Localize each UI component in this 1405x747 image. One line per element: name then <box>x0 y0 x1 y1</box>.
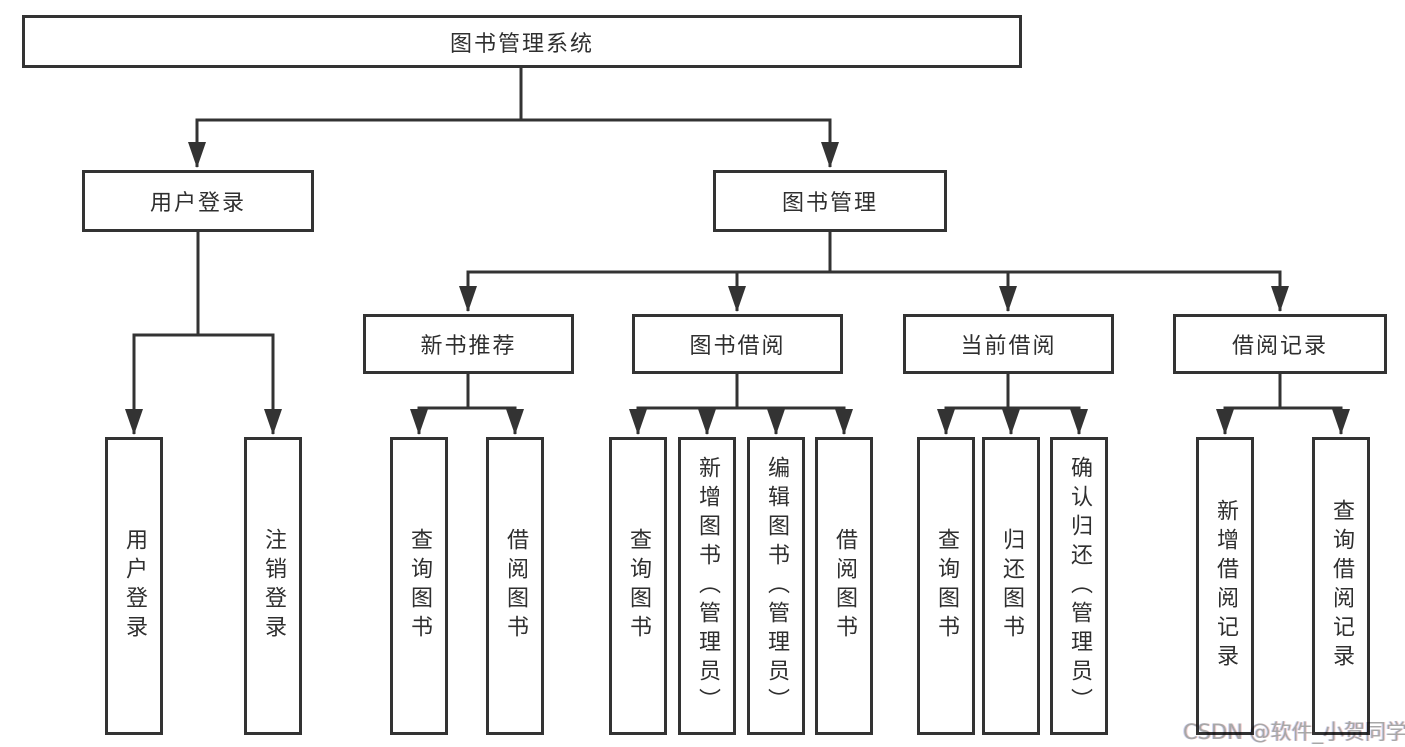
leaf-query-books-current-label: 查询图书 <box>934 528 959 644</box>
node-current-borrow: 当前借阅 <box>903 314 1114 374</box>
leaf-return-book-label: 归还图书 <box>999 528 1024 644</box>
connector-current-borrow-children <box>937 372 1088 435</box>
leaf-logout: 注销登录 <box>244 437 302 735</box>
node-new-book-recommend: 新书推荐 <box>363 314 574 374</box>
leaf-edit-book-admin-label: 编辑图书（管理员） <box>764 455 789 717</box>
connector-book-borrow-children <box>629 372 853 435</box>
node-current-borrow-label: 当前借阅 <box>960 334 1057 359</box>
connector-borrow-records-children <box>1216 372 1350 435</box>
node-new-book-recommend-label: 新书推荐 <box>420 334 517 359</box>
leaf-edit-book-admin: 编辑图书（管理员） <box>747 437 805 735</box>
node-book-borrow: 图书借阅 <box>632 314 843 374</box>
watermark-text: CSDN @软件_小贺同学 <box>1183 720 1405 744</box>
node-borrow-records-label: 借阅记录 <box>1231 334 1328 359</box>
leaf-logout-label: 注销登录 <box>261 528 286 644</box>
leaf-add-borrow-record-label: 新增借阅记录 <box>1213 499 1238 673</box>
node-book-management-label: 图书管理 <box>781 191 878 216</box>
leaf-borrow-books-label: 借阅图书 <box>832 528 857 644</box>
leaf-borrow-books-recommend: 借阅图书 <box>486 437 544 735</box>
node-user-login: 用户登录 <box>82 170 314 232</box>
node-book-borrow-label: 图书借阅 <box>689 334 786 359</box>
leaf-query-borrow-record-label: 查询借阅记录 <box>1329 499 1354 673</box>
leaf-query-books-recommend-label: 查询图书 <box>407 528 432 644</box>
connector-root-to-level2 <box>188 67 839 168</box>
leaf-query-books-borrow-label: 查询图书 <box>626 528 651 644</box>
leaf-confirm-return-admin-label: 确认归还（管理员） <box>1067 455 1092 717</box>
leaf-add-borrow-record: 新增借阅记录 <box>1196 437 1254 735</box>
connector-user-login-children <box>125 231 282 435</box>
connector-new-book-children <box>410 372 524 435</box>
node-user-login-label: 用户登录 <box>149 191 246 216</box>
leaf-return-book: 归还图书 <box>982 437 1040 735</box>
leaf-user-login-label: 用户登录 <box>122 528 147 644</box>
node-borrow-records: 借阅记录 <box>1173 314 1387 374</box>
node-book-management: 图书管理 <box>713 170 947 232</box>
node-root: 图书管理系统 <box>22 15 1022 68</box>
leaf-borrow-books: 借阅图书 <box>815 437 873 735</box>
node-root-label: 图书管理系统 <box>449 31 594 57</box>
leaf-borrow-books-recommend-label: 借阅图书 <box>503 528 528 644</box>
leaf-query-books-recommend: 查询图书 <box>390 437 448 735</box>
leaf-query-books-current: 查询图书 <box>917 437 975 735</box>
leaf-query-borrow-record: 查询借阅记录 <box>1312 437 1370 735</box>
leaf-confirm-return-admin: 确认归还（管理员） <box>1050 437 1108 735</box>
leaf-add-book-admin-label: 新增图书（管理员） <box>695 455 720 717</box>
leaf-add-book-admin: 新增图书（管理员） <box>678 437 736 735</box>
leaf-query-books-borrow: 查询图书 <box>609 437 667 735</box>
connector-book-management-children <box>459 231 1289 312</box>
leaf-user-login: 用户登录 <box>105 437 163 735</box>
